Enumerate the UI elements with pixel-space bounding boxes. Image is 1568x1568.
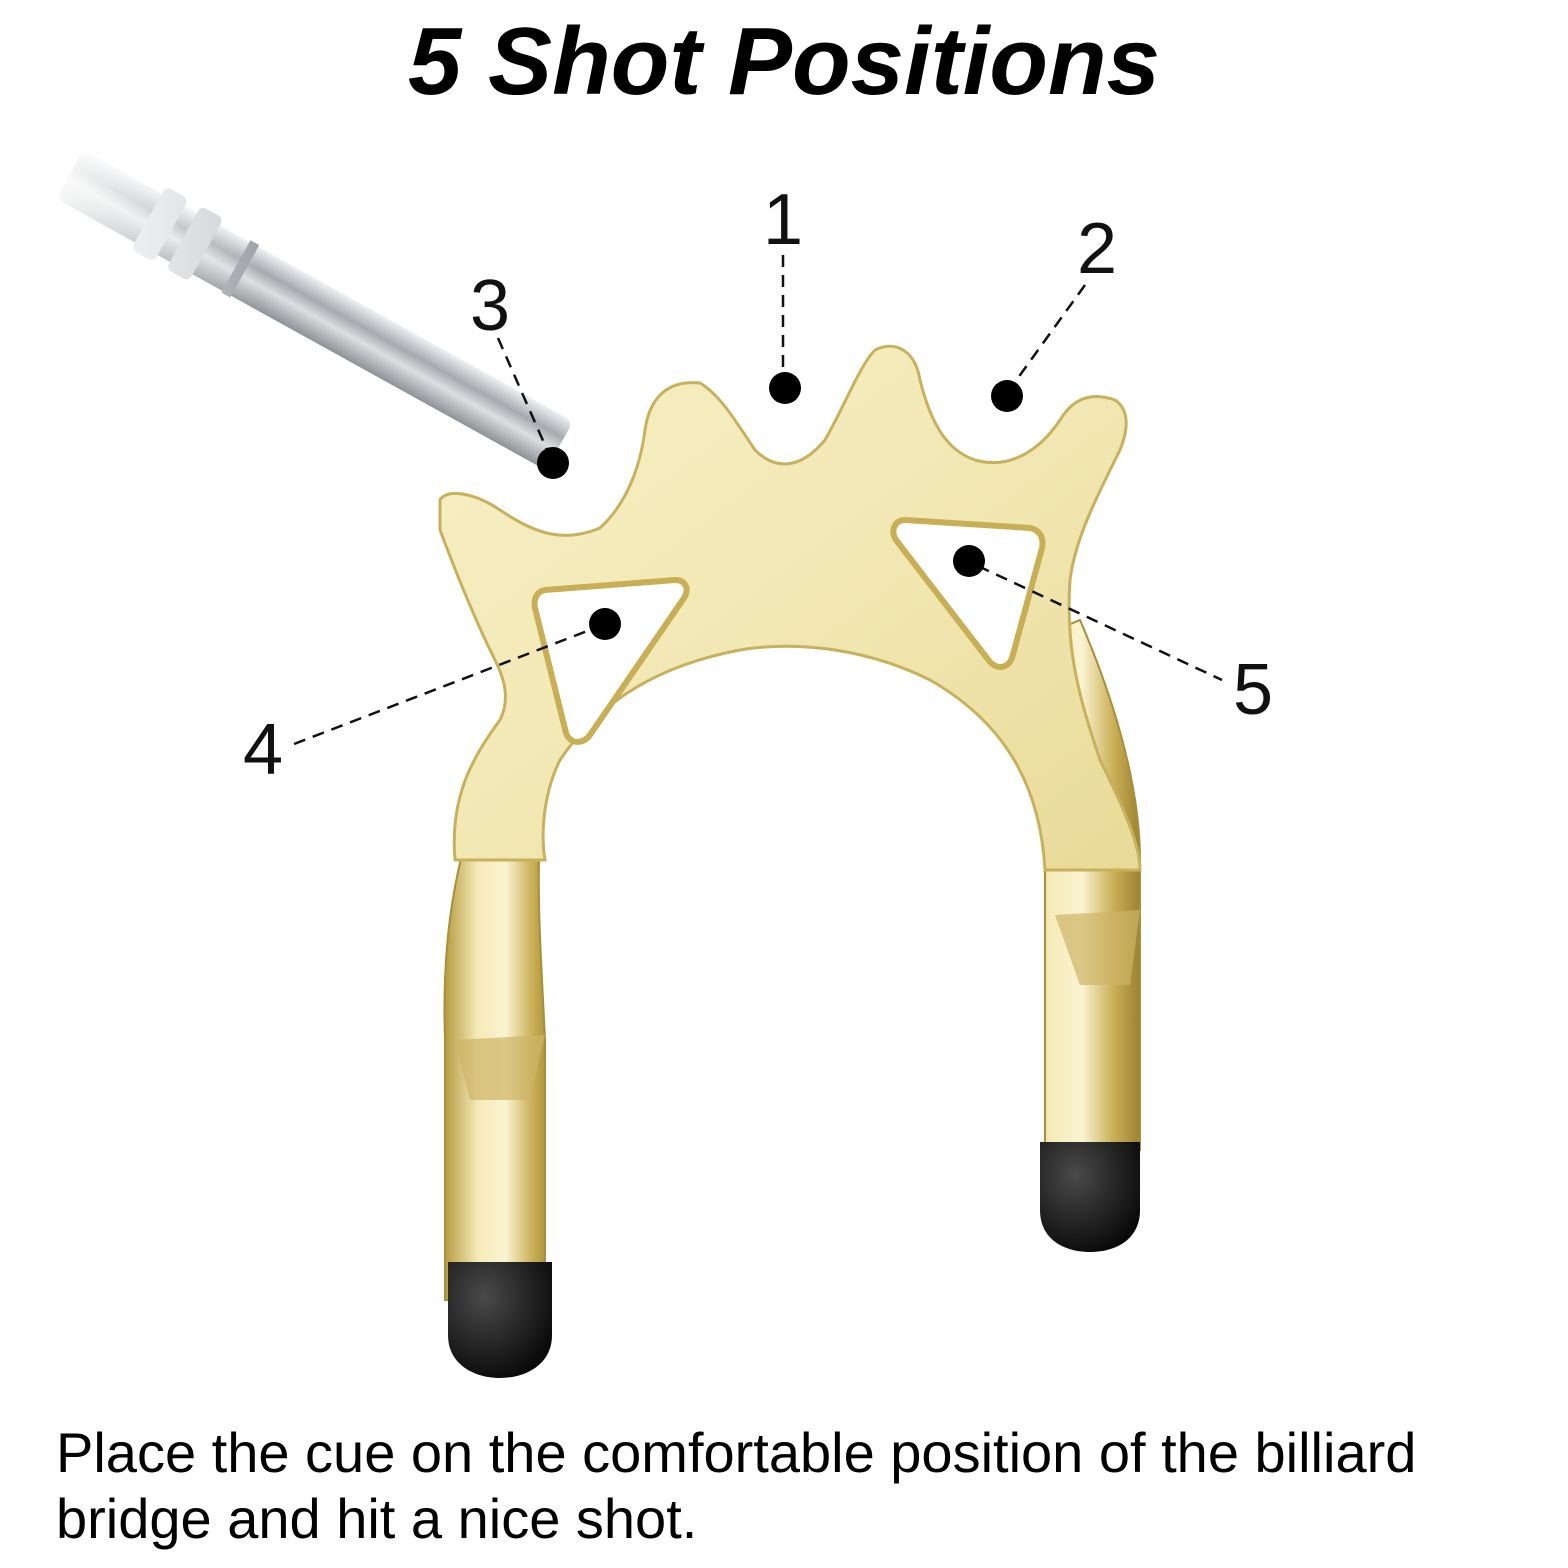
shot-position-markers: 1 2 3 4 5 (243, 180, 1273, 790)
right-triangle-hole (890, 516, 1046, 670)
position-dot-4 (589, 608, 621, 640)
position-dot-5 (953, 545, 985, 577)
position-label-3: 3 (470, 266, 510, 346)
left-cap (448, 1262, 552, 1378)
position-label-1: 1 (763, 180, 803, 260)
caption: Place the cue on the comfortable positio… (56, 1420, 1546, 1552)
position-dot-2 (991, 380, 1023, 412)
position-label-2: 2 (1077, 209, 1117, 289)
position-dot-1 (769, 372, 801, 404)
cue-shaft (40, 150, 571, 468)
right-cap (1040, 1142, 1140, 1252)
page-title: 5 Shot Positions (407, 8, 1161, 115)
crown-plate (438, 344, 1142, 872)
position-dot-3 (537, 447, 569, 479)
position-label-4: 4 (243, 710, 283, 790)
left-triangle-hole (531, 576, 690, 745)
position-label-5: 5 (1233, 650, 1273, 730)
caption-line-2: bridge and hit a nice shot. (56, 1487, 698, 1550)
caption-line-1: Place the cue on the comfortable positio… (56, 1421, 1417, 1484)
rubber-caps (448, 1142, 1140, 1378)
bridge-head (438, 344, 1142, 1301)
